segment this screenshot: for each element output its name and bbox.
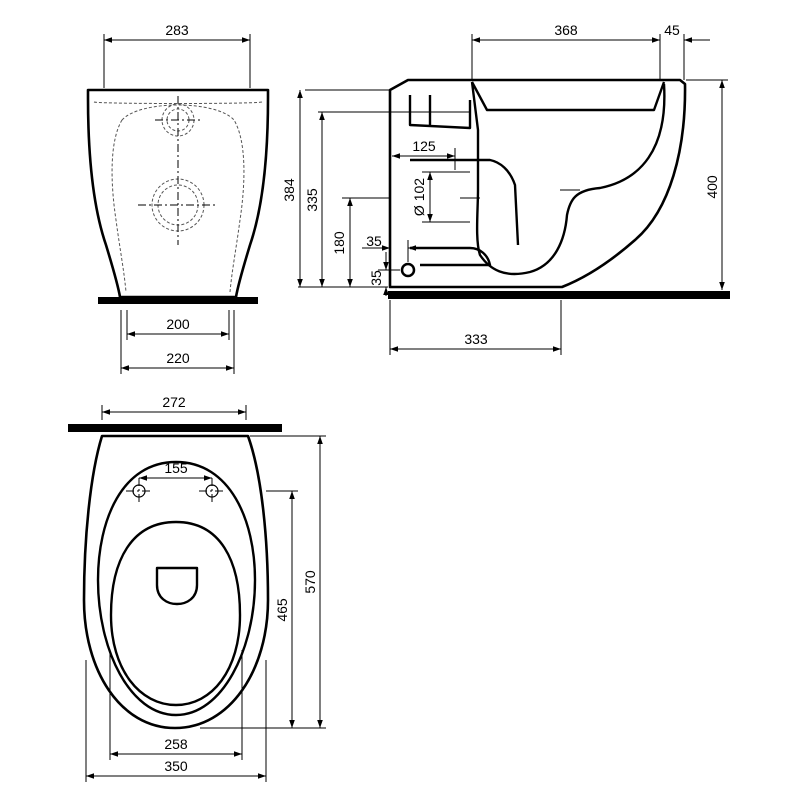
dim-top-bowl-length: 465 [274, 598, 290, 622]
side-view: 368 45 384 335 180 35 35 125 Ø 102 [281, 22, 730, 355]
front-inner-dashed-contour [111, 104, 245, 293]
side-inner-bowl [470, 81, 666, 276]
dim-top-back-width: 272 [162, 394, 186, 410]
dim-side-total-height: 384 [281, 178, 297, 202]
dim-top-bowl-width: 258 [164, 736, 188, 752]
top-wall [68, 424, 282, 432]
top-bolt-hole-right [199, 478, 225, 504]
dim-side-depth-top: 368 [554, 22, 578, 38]
top-bolt-hole-left [126, 478, 152, 504]
dim-side-offset-horizontal: 35 [366, 233, 382, 249]
dim-side-outlet-top: 335 [304, 188, 320, 212]
side-body-outline [388, 78, 687, 289]
dim-side-outlet-center: 180 [331, 231, 347, 255]
front-view: 283 200 220 [86, 22, 270, 374]
dim-front-top-width: 283 [165, 22, 189, 38]
dim-side-rim: 45 [664, 22, 680, 38]
dim-side-outlet-depth: 125 [412, 138, 436, 154]
dim-side-offset-vertical: 35 [368, 270, 384, 286]
side-fixing-hole [400, 262, 416, 278]
dim-front-base-inner: 200 [166, 316, 190, 332]
dim-top-total-width: 350 [164, 758, 188, 774]
top-view: 272 155 570 465 258 350 [68, 394, 326, 782]
dim-front-base-outer: 220 [166, 350, 190, 366]
top-seat-ring [96, 460, 257, 717]
dim-top-total-length: 570 [302, 570, 318, 594]
top-body-outline [82, 434, 270, 730]
dim-side-height-right: 400 [704, 175, 720, 199]
front-floor [98, 297, 258, 304]
side-trapway [408, 95, 520, 267]
dim-side-base-depth: 333 [464, 331, 488, 347]
dim-side-outlet-diameter: Ø 102 [411, 178, 427, 216]
top-bowl-opening [109, 520, 242, 707]
side-floor [388, 291, 730, 299]
dim-top-bolt-spacing: 155 [164, 460, 188, 476]
top-outlet-opening [155, 566, 199, 606]
